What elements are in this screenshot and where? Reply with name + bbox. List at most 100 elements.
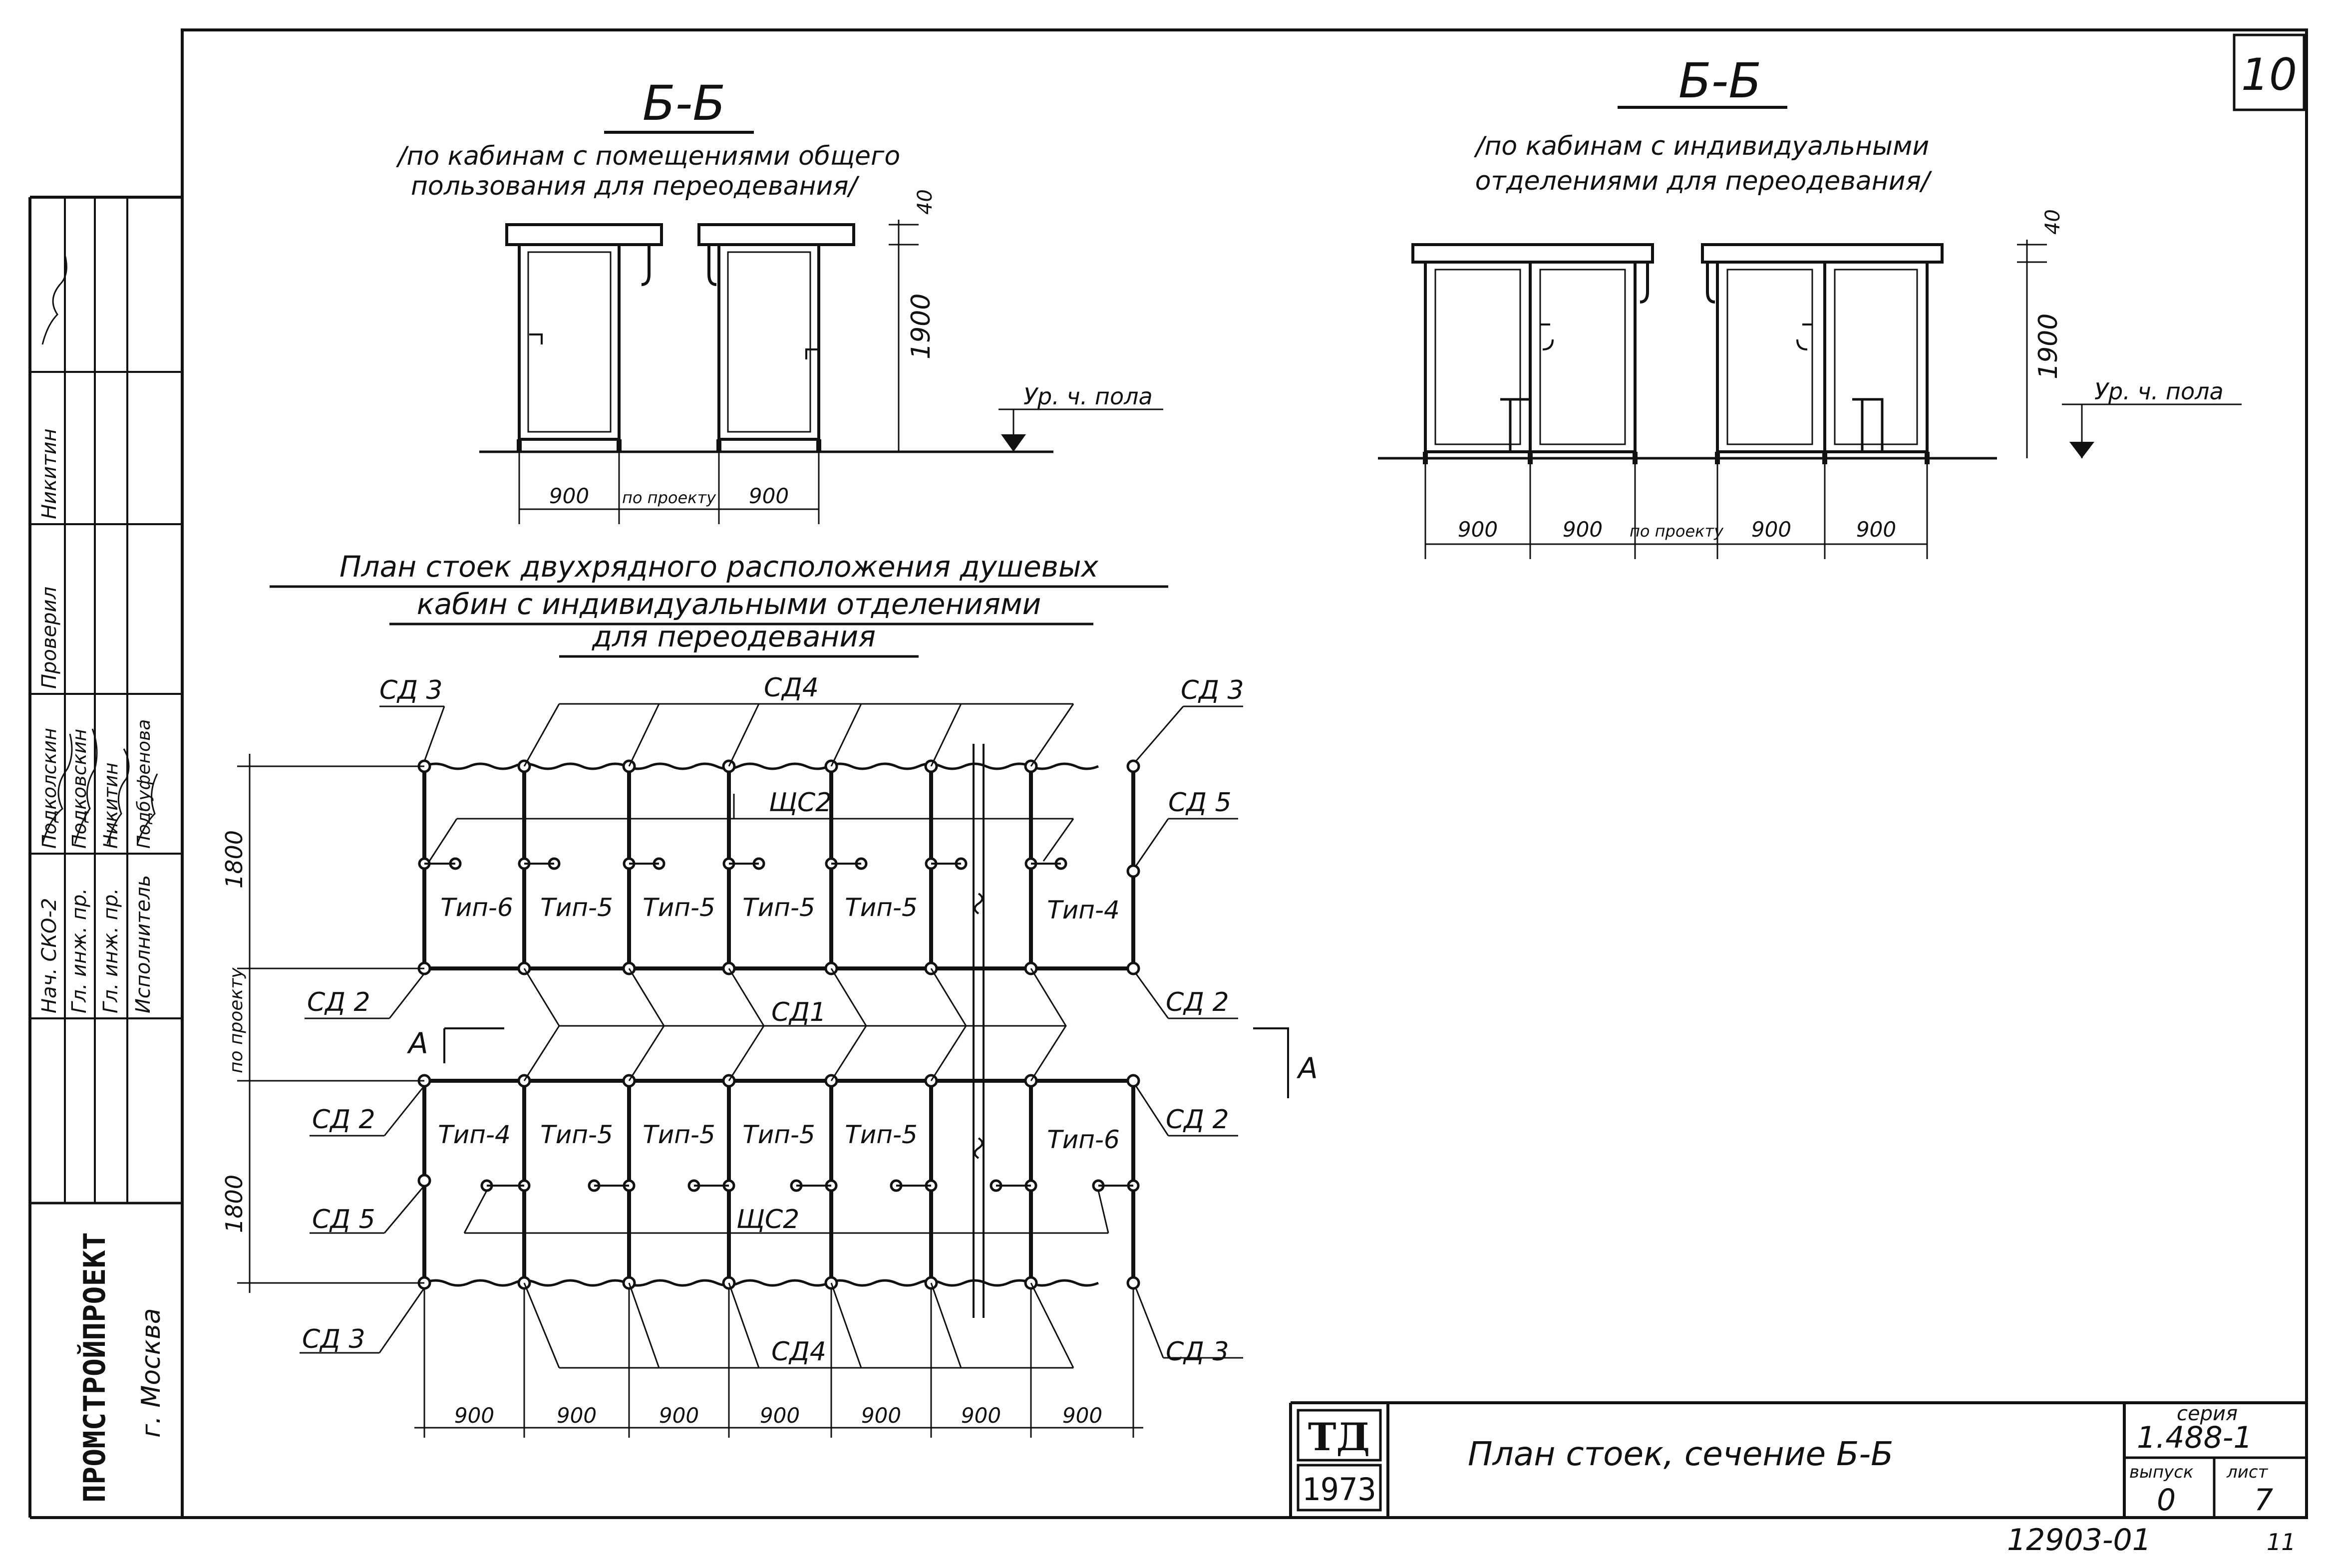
label-sd4-bottom: СД4 (771, 1337, 826, 1367)
logo-year: 1973 (1302, 1471, 1376, 1508)
section-a-right: А (1296, 1051, 1318, 1085)
cabin-type-label: Тип-5 (845, 1120, 918, 1149)
section-right: Б-Б /по кабинам с индивидуальными отделе… (1378, 53, 2242, 559)
signature-scribble (106, 748, 130, 844)
dim-project: по проекту (226, 967, 247, 1073)
cabin-type-label: Тип-5 (643, 893, 715, 922)
cabin-type-label: Тип-5 (742, 1120, 815, 1149)
section-left-subtitle-2: пользования для переодевания/ (411, 171, 860, 201)
label-sd3-bottom-left: СД 3 (302, 1324, 365, 1354)
dim-900: 900 (1563, 517, 1603, 542)
dim-900: 900 (454, 1403, 494, 1428)
cabin-type-label: Тип-5 (540, 1120, 613, 1149)
section-right-subtitle-1: /по кабинам с индивидуальными (1474, 131, 1929, 161)
cabin-type-label: Тип-6 (440, 893, 513, 922)
role-nikitin: Никитин (38, 428, 61, 519)
page-number-box: 10 (2233, 33, 2306, 111)
cabin-type-label: Тип-5 (540, 893, 613, 922)
dim-900: 900 (1458, 517, 1498, 542)
label-shs2-top: ЩС2 (769, 788, 832, 818)
bottom-page-number: 11 (2267, 1529, 2296, 1556)
drawing-title: План стоек, сечение Б-Б (1468, 1435, 1893, 1473)
role-4: Исполнитель (132, 875, 155, 1013)
sheet-label: лист (2226, 1462, 2269, 1482)
series-value: 1.488-1 (2137, 1420, 2253, 1455)
dim-project: по проекту (1630, 522, 1724, 541)
issue-label: выпуск (2129, 1462, 2194, 1482)
dim-40: 40 (2041, 209, 2064, 235)
dim-1900: 1900 (2033, 314, 2063, 379)
label-shs2-bottom: ЩС2 (736, 1205, 799, 1235)
dim-900: 900 (760, 1403, 800, 1428)
dim-project: по проекту (622, 488, 716, 507)
section-left-subtitle-1: /по кабинам с помещениями общего (396, 141, 900, 171)
dim-900: 900 (1751, 517, 1791, 542)
plan-drawing (237, 703, 1289, 1438)
dim-900: 900 (549, 484, 589, 508)
label-sd3-top-left: СД 3 (379, 675, 443, 705)
plan-labels: СД 3 СД4 СД 3 ЩС2 СД 5 СД 2 СД 2 СД1 СД … (221, 673, 1318, 1428)
dim-40: 40 (914, 189, 937, 215)
city: г. Москва (136, 1308, 166, 1438)
floor-level-label: Ур. ч. пола (2094, 378, 2224, 405)
cabin-type-label: Тип-6 (1047, 1125, 1120, 1154)
logo-year-box (1297, 1464, 1382, 1512)
plan-title-line-3: для переодевания (592, 620, 876, 653)
sheet-frame (28, 28, 2308, 1519)
cabin-type-label: Тип-5 (643, 1120, 715, 1149)
cabin-type-label: Тип-5 (742, 893, 815, 922)
signature-scribble (74, 728, 98, 844)
floor-level-label: Ур. ч. пола (1023, 383, 1153, 410)
dim-900: 900 (1856, 517, 1896, 542)
dim-900: 900 (961, 1403, 1001, 1428)
label-sd3-top-right: СД 3 (1181, 675, 1244, 705)
issue-value: 0 (2157, 1483, 2176, 1518)
dim-1900: 1900 (906, 294, 936, 359)
dim-1800-bottom: 1800 (221, 1175, 248, 1233)
role-1: Нач. СКО-2 (38, 898, 61, 1013)
signature-scribble (41, 254, 67, 345)
signature-scribble (41, 733, 73, 844)
cabin-type-label: Тип-4 (438, 1120, 511, 1149)
series-label: серия (2177, 1402, 2238, 1425)
label-sd5-left: СД 5 (312, 1205, 375, 1235)
plan-title-line-1: План стоек двухрядного расположения душе… (339, 550, 1099, 584)
cabin-type-label: Тип-4 (1047, 896, 1120, 925)
label-sd1: СД1 (771, 997, 826, 1027)
role-2: Гл. инж. пр. (68, 888, 91, 1013)
dim-1800-top: 1800 (221, 830, 248, 889)
section-right-subtitle-2: отделениями для переодевания/ (1475, 166, 1933, 196)
title-block: ТД 1973 План стоек, сечение Б-Б серия 1.… (1289, 1401, 2307, 1518)
label-sd2-left-1: СД 2 (307, 987, 370, 1017)
plan-title-line-2: кабин с индивидуальными отделениями (417, 587, 1041, 621)
signature-scribble (136, 773, 158, 844)
section-right-title: Б-Б (1678, 53, 1761, 109)
logo-td: ТД (1308, 1415, 1370, 1459)
role-3: Гл. инж. пр. (99, 888, 122, 1013)
section-a-left: А (406, 1026, 428, 1060)
label-sd3-bottom-right: СД 3 (1166, 1337, 1229, 1367)
cabin-type-label: Тип-5 (845, 893, 918, 922)
page-number: 10 (2241, 49, 2297, 100)
label-sd2-right-1: СД 2 (1166, 987, 1229, 1017)
wavy-wall-bottom (423, 1279, 1099, 1287)
role-checked: Проверил (38, 587, 61, 689)
label-sd5-right: СД 5 (1168, 788, 1232, 818)
wavy-wall-top (423, 762, 1099, 770)
name-1: Подколскин (38, 728, 60, 849)
label-sd4-top: СД4 (764, 673, 819, 703)
bottom-code: 12903-01 (2007, 1523, 2151, 1558)
dim-900: 900 (749, 484, 789, 508)
label-sd2-right-2: СД 2 (1166, 1105, 1229, 1135)
logo-box (1297, 1409, 1382, 1462)
dim-900: 900 (861, 1403, 901, 1428)
org-name: ПРОМСТРОЙПРОЕКТ (76, 1232, 112, 1503)
label-sd2-left-2: СД 2 (312, 1105, 375, 1135)
section-left-title: Б-Б (643, 75, 725, 131)
dim-900: 900 (1062, 1403, 1102, 1428)
plan-title: План стоек двухрядного расположения душе… (270, 550, 1168, 658)
dim-900: 900 (659, 1403, 699, 1428)
section-left: Б-Б /по кабинам с помещениями общего пол… (396, 75, 1163, 524)
side-stamp: Нач. СКО-2 Гл. инж. пр. Гл. инж. пр. Исп… (30, 197, 182, 1503)
